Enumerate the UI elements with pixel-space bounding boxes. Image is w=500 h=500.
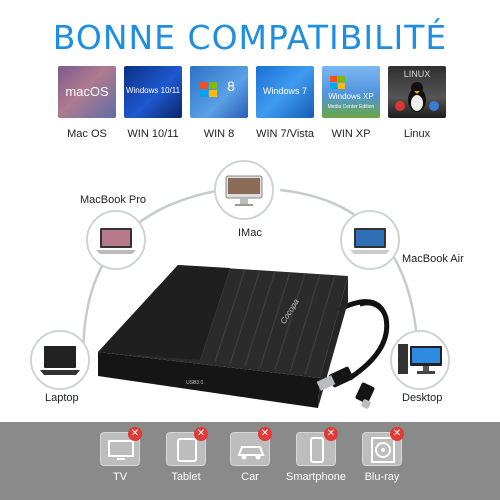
os-label-winxp: WIN XP [331,128,371,140]
incompatible-label: Car [241,471,259,483]
not-compatible-icon: ✕ [324,427,338,441]
device-label-imac: IMac [238,227,262,239]
macbook-air-circle [340,210,400,270]
desktop-icon [398,344,442,374]
incompatible-label: Blu-ray [364,471,400,483]
laptop-circle [30,330,90,390]
os-tile-text: Windows 7 [262,86,307,96]
desktop-circle [390,330,450,390]
os-compatibility-row: macOS Mac OS Windows 10/11 WIN 10/11 8 W… [58,66,448,146]
not-compatible-icon: ✕ [128,427,142,441]
os-tile-text: LINUX [403,69,431,79]
windows-flag-icon [330,76,345,89]
incompatible-blu-ray: ✕ Blu-ray [356,427,412,494]
os-label-linux: Linux [403,128,431,140]
windows-7-logo-icon: Windows 7 [256,66,314,118]
os-label-mac: Mac OS [67,128,107,140]
drive-port-label: USB3.0 [186,380,204,386]
linux-tux-icon: LINUX [388,66,446,118]
windows-xp-logo-icon: Windows XP Media Center Edition [322,66,380,118]
device-label-macbook-air: MacBook Air [402,253,464,265]
macbook-air-icon [350,228,390,254]
headline: BONNE COMPATIBILITÉ [52,18,448,57]
windows-10-logo-icon: Windows 10/11 [124,66,182,118]
os-tile-text: Windows XP [328,92,374,101]
not-compatible-icon: ✕ [390,427,404,441]
incompatible-tv: ✕ TV [94,427,150,494]
incompatible-label: TV [112,471,128,483]
not-compatible-icon: ✕ [258,427,272,441]
incompatible-label: Smartphone [286,471,346,483]
smartphone-icon [296,432,336,466]
os-tile-text: Windows 10/11 [125,86,181,95]
incompatible-smartphone: ✕ Smartphone [286,427,346,494]
laptop-icon [40,346,80,375]
windows-8-logo-icon: 8 [190,66,248,118]
os-tile-text: 8 [227,78,235,94]
macbook-pro-icon [96,228,136,254]
macbook-pro-circle [86,210,146,270]
blu-ray-disc-icon [362,432,402,466]
incompatible-devices-band: ✕ TV ✕ Tablet ✕ Car ✕ Smartphone ✕ Blu-r… [0,422,500,500]
car-icon [230,432,270,466]
windows-flag-icon [200,82,217,97]
device-label-laptop: Laptop [45,392,79,404]
macos-logo-icon: macOS [58,66,116,118]
os-tile-text: macOS [65,84,109,99]
os-label-win8: WIN 8 [203,128,235,140]
os-tile-subtext: Media Center Edition [327,104,375,110]
incompatible-label: Tablet [171,471,201,483]
tablet-icon [166,432,206,466]
incompatible-car: ✕ Car [224,427,280,494]
device-label-macbook-pro: MacBook Pro [80,194,147,206]
os-label-win7: WIN 7/Vista [256,128,314,140]
penguin-icon [395,82,439,112]
os-label-win10: WIN 10/11 [127,128,179,140]
device-label-desktop: Desktop [402,392,443,404]
not-compatible-icon: ✕ [194,427,208,441]
imac-icon [225,175,263,206]
imac-circle [214,160,274,220]
incompatible-tablet: ✕ Tablet [160,427,216,494]
